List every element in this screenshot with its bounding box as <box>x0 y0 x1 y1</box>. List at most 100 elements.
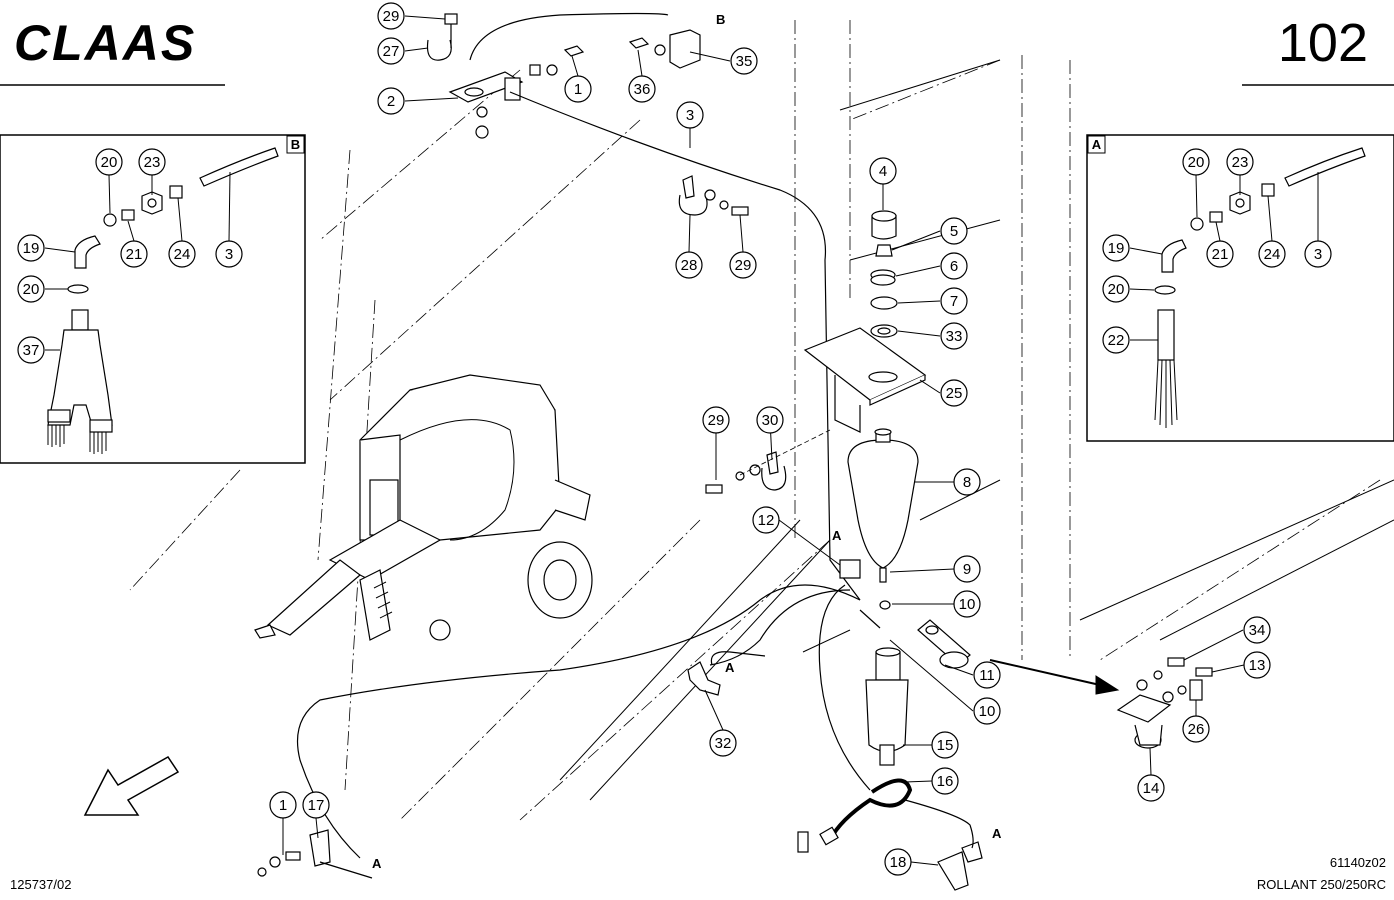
svg-text:15: 15 <box>937 737 954 754</box>
svg-text:1: 1 <box>574 81 582 98</box>
filter <box>865 647 909 766</box>
svg-text:7: 7 <box>950 293 958 310</box>
callout-a-22: 22 <box>1102 326 1130 354</box>
view-marker-b: B <box>716 12 725 27</box>
callout-8: 8 <box>953 468 981 496</box>
callout-28: 28 <box>675 251 703 279</box>
callout-a-24: 24 <box>1258 240 1286 268</box>
svg-text:24: 24 <box>1264 246 1281 263</box>
callout-26: 26 <box>1182 715 1210 743</box>
svg-text:34: 34 <box>1249 622 1266 639</box>
callout-4: 4 <box>869 157 897 185</box>
callout-b-23: 23 <box>138 148 166 176</box>
callout-29-top: 29 <box>377 2 405 30</box>
callout-1-bottom: 1 <box>269 791 297 819</box>
callout-b-3: 3 <box>215 240 243 268</box>
svg-text:3: 3 <box>1314 246 1322 263</box>
svg-text:8: 8 <box>963 474 971 491</box>
callout-10-lower: 10 <box>973 697 1001 725</box>
svg-text:29: 29 <box>735 257 752 274</box>
brand-logo: CLAAS <box>14 15 197 71</box>
svg-text:5: 5 <box>950 223 958 240</box>
callout-35: 35 <box>730 47 758 75</box>
svg-text:12: 12 <box>758 512 775 529</box>
callout-b-20-lower: 20 <box>17 275 45 303</box>
callout-29-lower: 29 <box>702 406 730 434</box>
view-marker-a-2: A <box>725 660 735 675</box>
callout-2: 2 <box>377 87 405 115</box>
callout-b-19: 19 <box>17 234 45 262</box>
svg-text:23: 23 <box>1232 154 1249 171</box>
callout-11: 11 <box>973 661 1001 689</box>
svg-text:19: 19 <box>1108 240 1125 257</box>
callout-a-20-lower: 20 <box>1102 275 1130 303</box>
svg-text:29: 29 <box>383 8 400 25</box>
tank-cap-parts <box>870 210 898 338</box>
callout-16: 16 <box>931 767 959 795</box>
page-number: 102 <box>1277 13 1368 73</box>
callout-a-20-top: 20 <box>1182 148 1210 176</box>
svg-text:21: 21 <box>126 246 143 263</box>
svg-text:11: 11 <box>979 667 995 684</box>
callout-36: 36 <box>628 75 656 103</box>
svg-text:22: 22 <box>1108 332 1125 349</box>
svg-text:4: 4 <box>879 163 887 180</box>
svg-text:21: 21 <box>1212 246 1229 263</box>
callout-7: 7 <box>940 287 968 315</box>
svg-text:17: 17 <box>308 797 325 814</box>
callout-9: 9 <box>953 555 981 583</box>
callout-12: 12 <box>752 506 780 534</box>
callout-b-24: 24 <box>168 240 196 268</box>
inset-a-label: A <box>1092 137 1102 152</box>
svg-text:10: 10 <box>959 596 976 613</box>
callout-b-21: 21 <box>120 240 148 268</box>
svg-text:3: 3 <box>225 246 233 263</box>
callout-6: 6 <box>940 252 968 280</box>
inset-b-label: B <box>291 137 300 152</box>
svg-text:16: 16 <box>937 773 954 790</box>
view-marker-a-1: A <box>832 528 842 543</box>
svg-text:28: 28 <box>681 257 698 274</box>
svg-text:36: 36 <box>634 81 651 98</box>
svg-text:29: 29 <box>708 412 725 429</box>
callout-34: 34 <box>1243 616 1271 644</box>
svg-text:14: 14 <box>1143 780 1160 797</box>
callout-a-3: 3 <box>1304 240 1332 268</box>
svg-text:27: 27 <box>383 43 400 60</box>
callout-33: 33 <box>940 322 968 350</box>
svg-text:3: 3 <box>686 107 694 124</box>
svg-text:23: 23 <box>144 154 161 171</box>
svg-text:26: 26 <box>1188 721 1205 738</box>
figure-code: 61140z02 <box>1329 855 1386 870</box>
svg-text:1: 1 <box>279 797 287 814</box>
svg-text:30: 30 <box>762 412 779 429</box>
callout-32: 32 <box>709 729 737 757</box>
view-marker-a-3: A <box>372 856 382 871</box>
document-code: 125737/02 <box>10 877 72 892</box>
svg-text:18: 18 <box>890 854 907 871</box>
callout-15: 15 <box>931 731 959 759</box>
svg-text:20: 20 <box>1108 281 1125 298</box>
tank <box>847 428 919 610</box>
callout-30: 30 <box>756 406 784 434</box>
callout-17: 17 <box>302 791 330 819</box>
svg-text:37: 37 <box>23 342 40 359</box>
callout-13: 13 <box>1243 651 1271 679</box>
callout-a-19: 19 <box>1102 234 1130 262</box>
svg-text:24: 24 <box>174 246 191 263</box>
callout-27: 27 <box>377 37 405 65</box>
svg-text:33: 33 <box>946 328 963 345</box>
baler-illustration <box>254 374 593 641</box>
view-marker-a-4: A <box>992 826 1002 841</box>
svg-text:25: 25 <box>946 385 963 402</box>
svg-text:20: 20 <box>101 154 118 171</box>
bracket-b <box>426 13 701 139</box>
svg-text:2: 2 <box>387 93 395 110</box>
tank-bracket <box>803 327 927 433</box>
callout-29-mid: 29 <box>729 251 757 279</box>
svg-text:6: 6 <box>950 258 958 275</box>
svg-text:19: 19 <box>23 240 40 257</box>
callout-b-20-top: 20 <box>95 148 123 176</box>
svg-text:32: 32 <box>715 735 732 752</box>
